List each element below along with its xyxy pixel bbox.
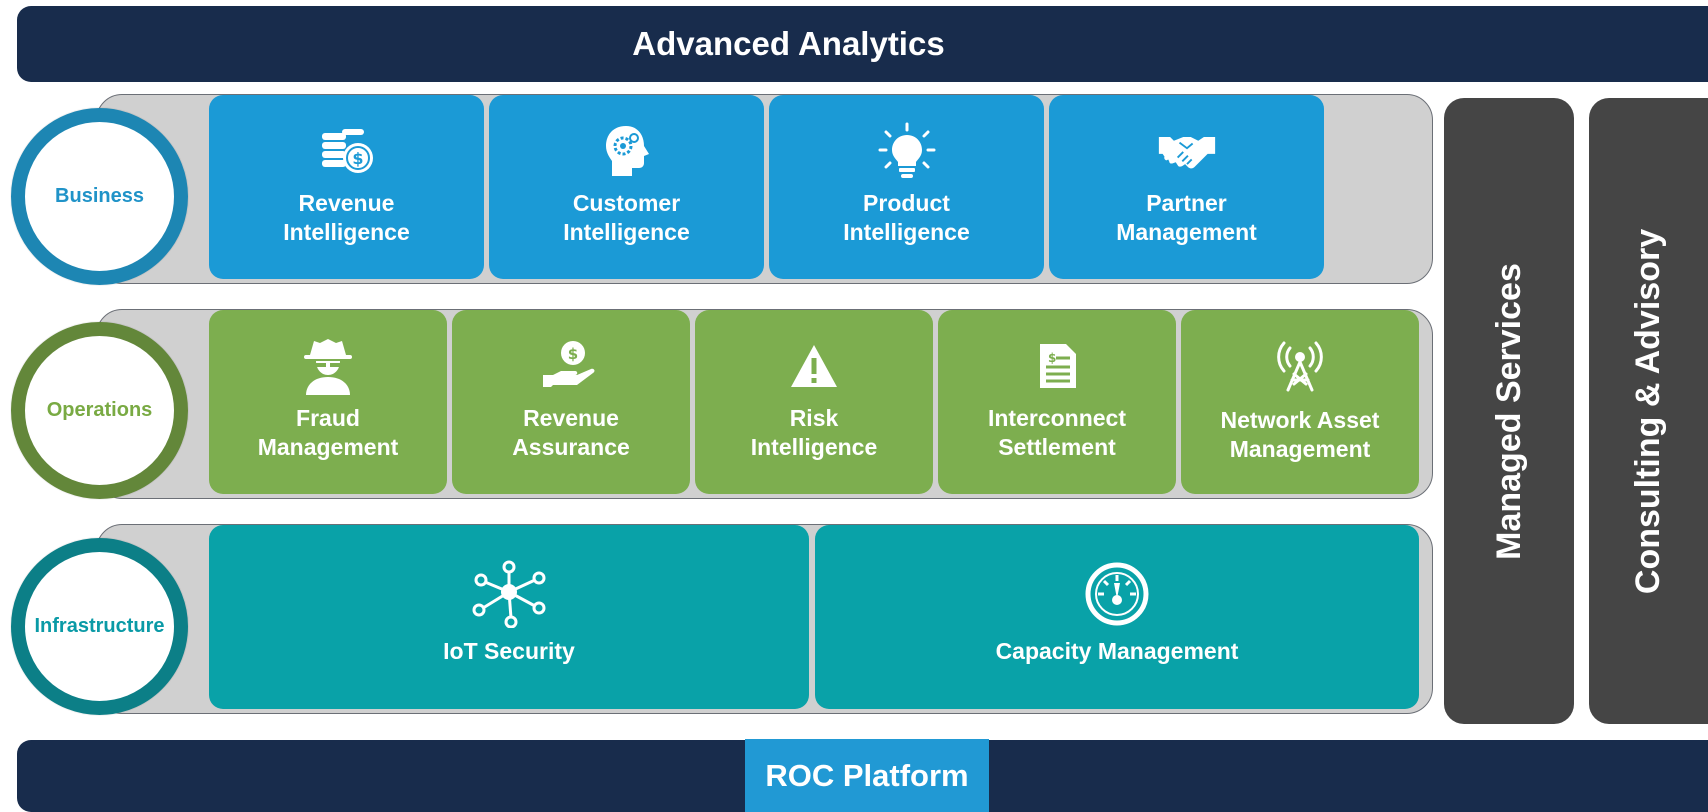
antenna-tower-icon bbox=[1270, 336, 1330, 396]
tile-label: Capacity Management bbox=[995, 638, 1239, 664]
tile-iot-security[interactable]: IoT Security bbox=[209, 525, 809, 709]
advanced-analytics-banner: Advanced Analytics bbox=[17, 6, 1708, 82]
tile-label: IoT Security bbox=[443, 638, 575, 664]
infrastructure-layer: IoT Security Capacity Management bbox=[96, 524, 1433, 714]
svg-text:$: $ bbox=[352, 149, 363, 168]
managed-services-panel: Managed Services bbox=[1444, 98, 1574, 724]
roc-platform-label: ROC Platform bbox=[745, 739, 989, 812]
panel-label: Consulting & Advisory bbox=[1629, 228, 1668, 594]
banner-title: Advanced Analytics bbox=[632, 25, 945, 62]
tile-capacity-management[interactable]: Capacity Management bbox=[815, 525, 1419, 709]
layer-label: Operations bbox=[46, 399, 153, 421]
gauge-icon bbox=[1082, 559, 1152, 629]
layer-badge-infrastructure: Infrastructure bbox=[11, 538, 188, 715]
spy-icon bbox=[298, 336, 358, 396]
layer-badge-business: Business bbox=[11, 108, 188, 285]
network-nodes-icon bbox=[469, 559, 549, 629]
head-gears-icon bbox=[597, 121, 657, 181]
lightbulb-icon bbox=[877, 121, 937, 181]
coins-icon: $ bbox=[317, 121, 377, 181]
layer-label: Infrastructure bbox=[34, 615, 165, 637]
svg-text:$: $ bbox=[1048, 351, 1056, 365]
layer-label: Business bbox=[55, 185, 144, 207]
consulting-advisory-panel: Consulting & Advisory bbox=[1589, 98, 1708, 724]
layer-badge-operations: Operations bbox=[11, 322, 188, 499]
invoice-icon: $ bbox=[1027, 336, 1087, 396]
handshake-icon bbox=[1157, 121, 1217, 181]
money-hand-icon: $ bbox=[541, 336, 601, 396]
panel-label: Managed Services bbox=[1489, 262, 1528, 560]
warning-icon bbox=[784, 336, 844, 396]
svg-text:$: $ bbox=[568, 345, 578, 363]
